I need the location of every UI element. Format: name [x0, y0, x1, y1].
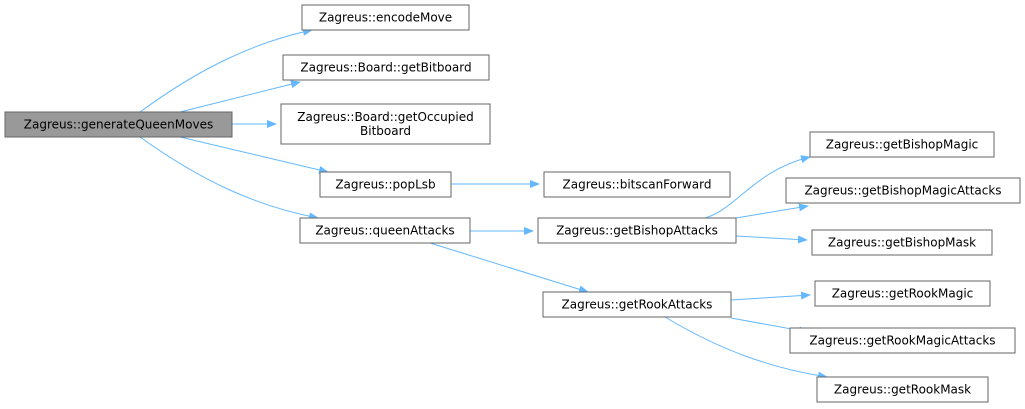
edge-getBishopAttacks-to-getBishopMask: [735, 235, 808, 244]
node-box: [537, 217, 737, 244]
node-label: Zagreus::queenAttacks: [315, 224, 454, 238]
node-getRookMagicAttacks[interactable]: Zagreus::getRookMagicAttacks: [789, 327, 1016, 354]
node-getBishopAttacks[interactable]: Zagreus::getBishopAttacks: [537, 217, 737, 244]
node-label: Zagreus::getRookMagicAttacks: [809, 334, 995, 348]
node-box: [814, 280, 991, 307]
node-getRookMask[interactable]: Zagreus::getRookMask: [816, 376, 989, 403]
edge-queenAttacks-to-getRookAttacks: [429, 242, 589, 294]
node-box: [319, 171, 452, 198]
node-label: Zagreus::popLsb: [335, 178, 435, 192]
node-getBishopMagicAttacks[interactable]: Zagreus::getBishopMagicAttacks: [785, 177, 1021, 204]
edge-getRookAttacks-to-getRookMask: [664, 316, 828, 380]
node-label: Zagreus::getBishopMagicAttacks: [804, 184, 1001, 198]
node-getRookMagic[interactable]: Zagreus::getRookMagic: [814, 280, 991, 307]
node-getBitboard[interactable]: Zagreus::Board::getBitboard: [282, 54, 490, 81]
node-box: [280, 103, 491, 145]
node-box: [542, 291, 732, 318]
node-generateQueenMoves[interactable]: Zagreus::generateQueenMoves: [4, 111, 233, 138]
node-label: Zagreus::Board::getBitboard: [300, 61, 471, 75]
node-label: Zagreus::getRookMask: [834, 383, 971, 397]
node-box: [816, 376, 989, 403]
node-label: Zagreus::getBishopAttacks: [556, 224, 718, 238]
node-queenAttacks[interactable]: Zagreus::queenAttacks: [299, 217, 471, 244]
node-encodeMove[interactable]: Zagreus::encodeMove: [301, 4, 470, 31]
nodes-layer: Zagreus::generateQueenMoves Zagreus::enco…: [4, 4, 1021, 403]
node-label: Zagreus::getBishopMask: [828, 236, 976, 250]
node-label: Zagreus::getBishopMagic: [826, 138, 979, 152]
node-box: [543, 171, 731, 198]
edge-getBishopAttacks-to-getBishopMagicAttacks: [735, 203, 809, 219]
node-box: [811, 229, 993, 256]
node-popLsb[interactable]: Zagreus::popLsb: [319, 171, 452, 198]
node-label: Zagreus::generateQueenMoves: [24, 118, 213, 132]
node-box: [785, 177, 1021, 204]
node-box: [789, 327, 1016, 354]
node-getRookAttacks[interactable]: Zagreus::getRookAttacks: [542, 291, 732, 318]
node-label: Zagreus::getRookMagic: [832, 287, 974, 301]
edge-getRookAttacks-to-getRookMagic: [730, 291, 811, 301]
edges-layer: [139, 27, 828, 380]
node-label: Zagreus::getRookAttacks: [562, 298, 713, 312]
node-label: Zagreus::Board::getOccupied: [297, 110, 473, 124]
node-label: Bitboard: [360, 124, 411, 138]
edge-generateQueenMoves-to-encodeMove: [139, 27, 313, 113]
node-box: [301, 4, 470, 31]
node-box: [282, 54, 490, 81]
node-getBishopMask[interactable]: Zagreus::getBishopMask: [811, 229, 993, 256]
node-bitscanForward[interactable]: Zagreus::bitscanForward: [543, 171, 731, 198]
node-box: [299, 217, 471, 244]
edge-generateQueenMoves-to-getBitboard: [179, 80, 301, 113]
node-box: [4, 111, 233, 138]
node-label: Zagreus::encodeMove: [319, 11, 452, 25]
edge-generateQueenMoves-to-queenAttacks: [139, 136, 319, 221]
edge-generateQueenMoves-to-popLsb: [179, 136, 329, 174]
edge-getBishopAttacks-to-getBishopMagic: [704, 155, 811, 219]
node-box: [809, 131, 995, 158]
node-getBishopMagic[interactable]: Zagreus::getBishopMagic: [809, 131, 995, 158]
node-label: Zagreus::bitscanForward: [563, 178, 712, 192]
